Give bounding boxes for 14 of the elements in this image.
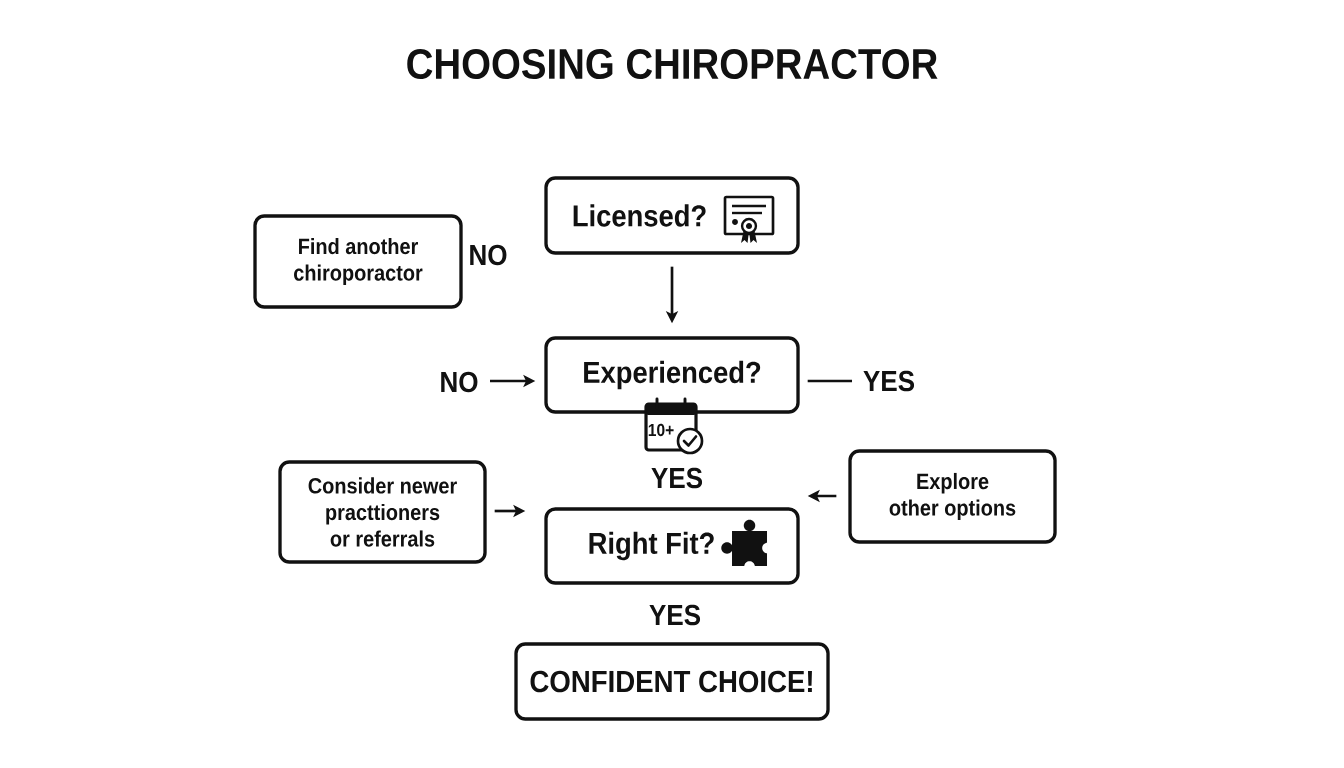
title: CHOOSING CHIROPRACTOR (407, 48, 938, 80)
connector-line (807, 379, 852, 383)
question-box: Licensed? (544, 176, 800, 255)
question-box: Experienced? (544, 336, 800, 414)
action-box: Explore other options (848, 449, 1057, 544)
edge-label: NO (441, 371, 478, 393)
branch-label: YES (651, 467, 703, 489)
branch-label: NO (470, 244, 507, 266)
branch-label: YES (649, 604, 701, 626)
action-box: Find another chiroporactor (253, 214, 463, 309)
edge-label: YES (863, 370, 915, 392)
question-box: Right Fit? (544, 507, 800, 585)
result-box: CONFIDENT CHOICE! (514, 642, 830, 721)
action-box: Consider newer practtioners or referrals (278, 460, 487, 564)
